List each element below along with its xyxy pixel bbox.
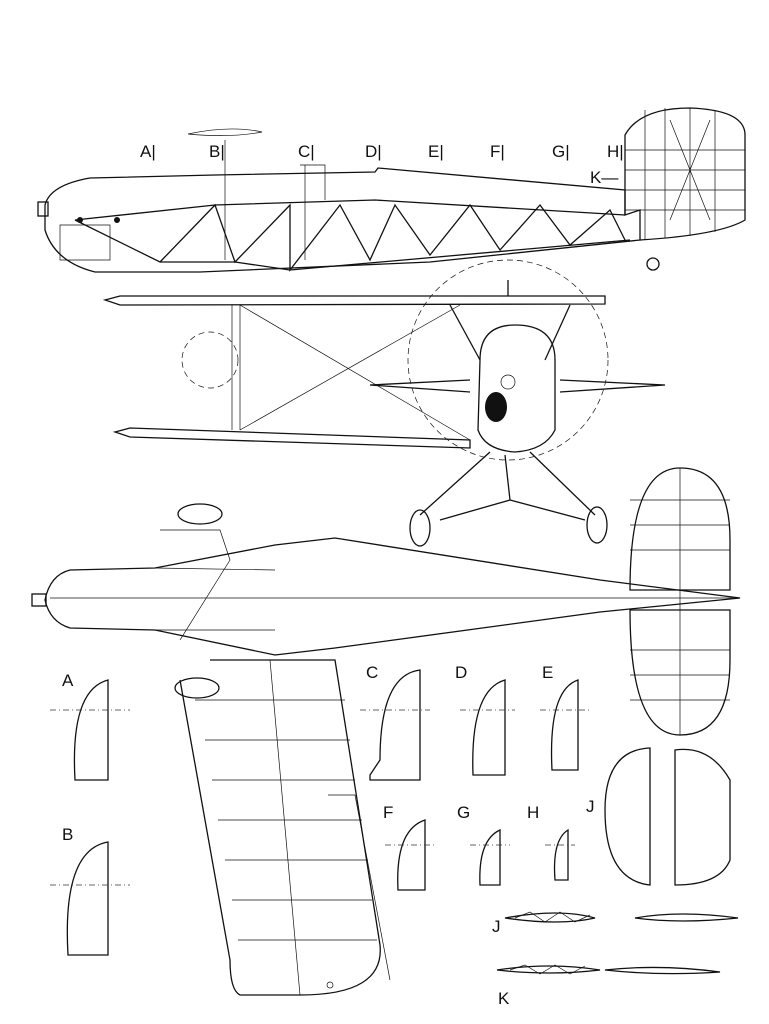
section-label-j-rib: J bbox=[492, 917, 501, 936]
section-label-a: A bbox=[62, 671, 74, 690]
front-view bbox=[102, 259, 666, 547]
section-label-j-tail: J bbox=[586, 797, 595, 816]
station-label-d: D| bbox=[365, 142, 382, 161]
section-label-k-rib: K bbox=[498, 989, 510, 1008]
station-label-b: B| bbox=[209, 142, 225, 161]
station-label-k: K— bbox=[590, 168, 619, 187]
top-view bbox=[31, 467, 741, 996]
station-label-c: C| bbox=[298, 142, 315, 161]
section-label-e: E bbox=[542, 663, 554, 682]
section-label-c: C bbox=[366, 663, 379, 682]
section-label-h: H bbox=[527, 803, 540, 822]
station-label-f: F| bbox=[490, 142, 505, 161]
fuselage-sections bbox=[50, 669, 731, 956]
station-label-h: H| bbox=[607, 142, 624, 161]
section-label-d: D bbox=[455, 663, 468, 682]
section-label-f: F bbox=[383, 803, 394, 822]
station-label-a: A| bbox=[140, 142, 156, 161]
section-label-b: B bbox=[62, 825, 74, 844]
side-view bbox=[37, 107, 746, 273]
rib-sections bbox=[496, 911, 739, 975]
station-label-g: G| bbox=[552, 142, 570, 161]
section-label-g: G bbox=[457, 803, 471, 822]
station-label-e: E| bbox=[428, 142, 444, 161]
